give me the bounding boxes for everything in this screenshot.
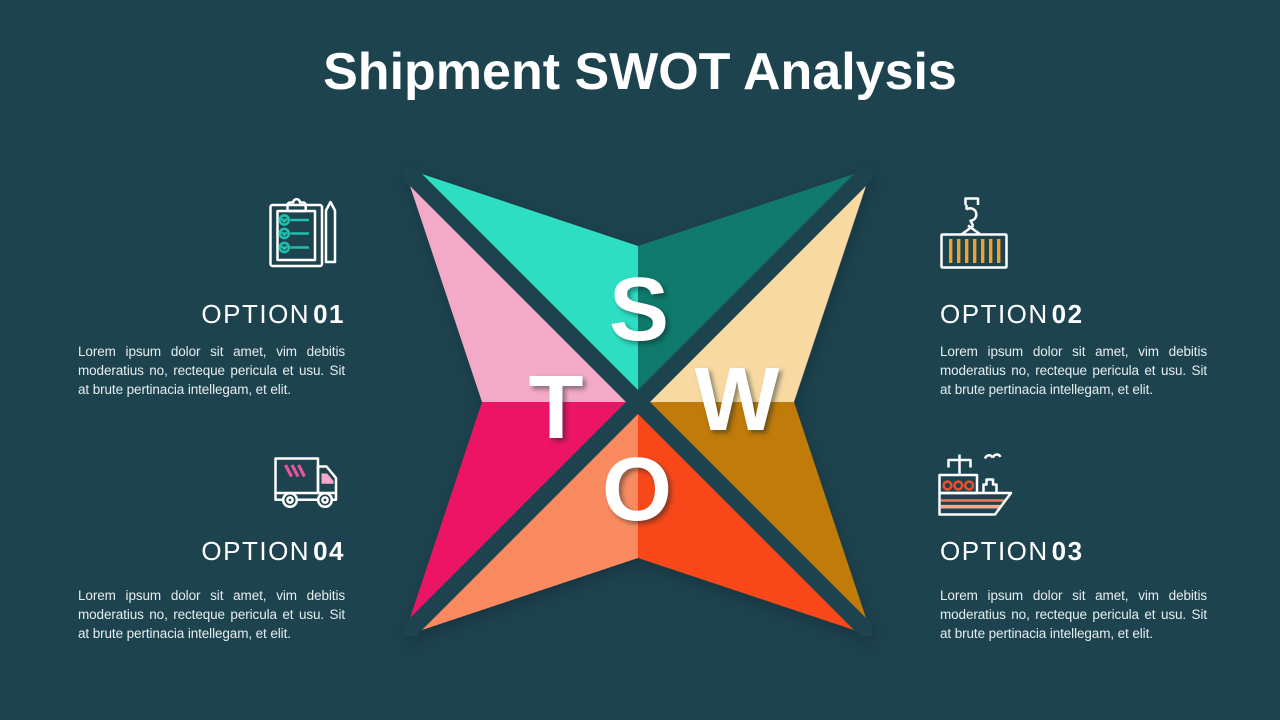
- option-02-text: Lorem ipsum dolor sit amet, vim debitis …: [940, 344, 1207, 397]
- cargo-ship-icon: [937, 448, 1015, 518]
- option-label: OPTION: [201, 536, 311, 566]
- option-number: 04: [313, 536, 345, 566]
- swot-star-diagram: S W O T: [391, 155, 885, 649]
- diagonal-gap: [391, 155, 885, 649]
- option-label: OPTION: [940, 536, 1049, 566]
- clipboard-checklist-icon: [269, 196, 337, 268]
- option-04-text: Lorem ipsum dolor sit amet, vim debitis …: [78, 588, 345, 641]
- page-title: Shipment SWOT Analysis: [323, 43, 957, 101]
- option-number: 02: [1051, 299, 1084, 329]
- letter-opportunities: O: [602, 440, 672, 540]
- delivery-truck-icon: [272, 454, 340, 508]
- letter-strengths: S: [609, 260, 669, 360]
- crane-container-icon: [940, 195, 1008, 269]
- option-label: OPTION: [940, 299, 1049, 329]
- star-segments: [391, 155, 885, 649]
- letter-threats: T: [529, 358, 584, 458]
- option-01-text: Lorem ipsum dolor sit amet, vim debitis …: [78, 344, 345, 397]
- option-number: 03: [1051, 536, 1084, 566]
- option-03-text: Lorem ipsum dolor sit amet, vim debitis …: [940, 588, 1207, 641]
- option-label: OPTION: [201, 299, 311, 329]
- letter-weaknesses: W: [695, 350, 780, 450]
- option-number: 01: [313, 299, 345, 329]
